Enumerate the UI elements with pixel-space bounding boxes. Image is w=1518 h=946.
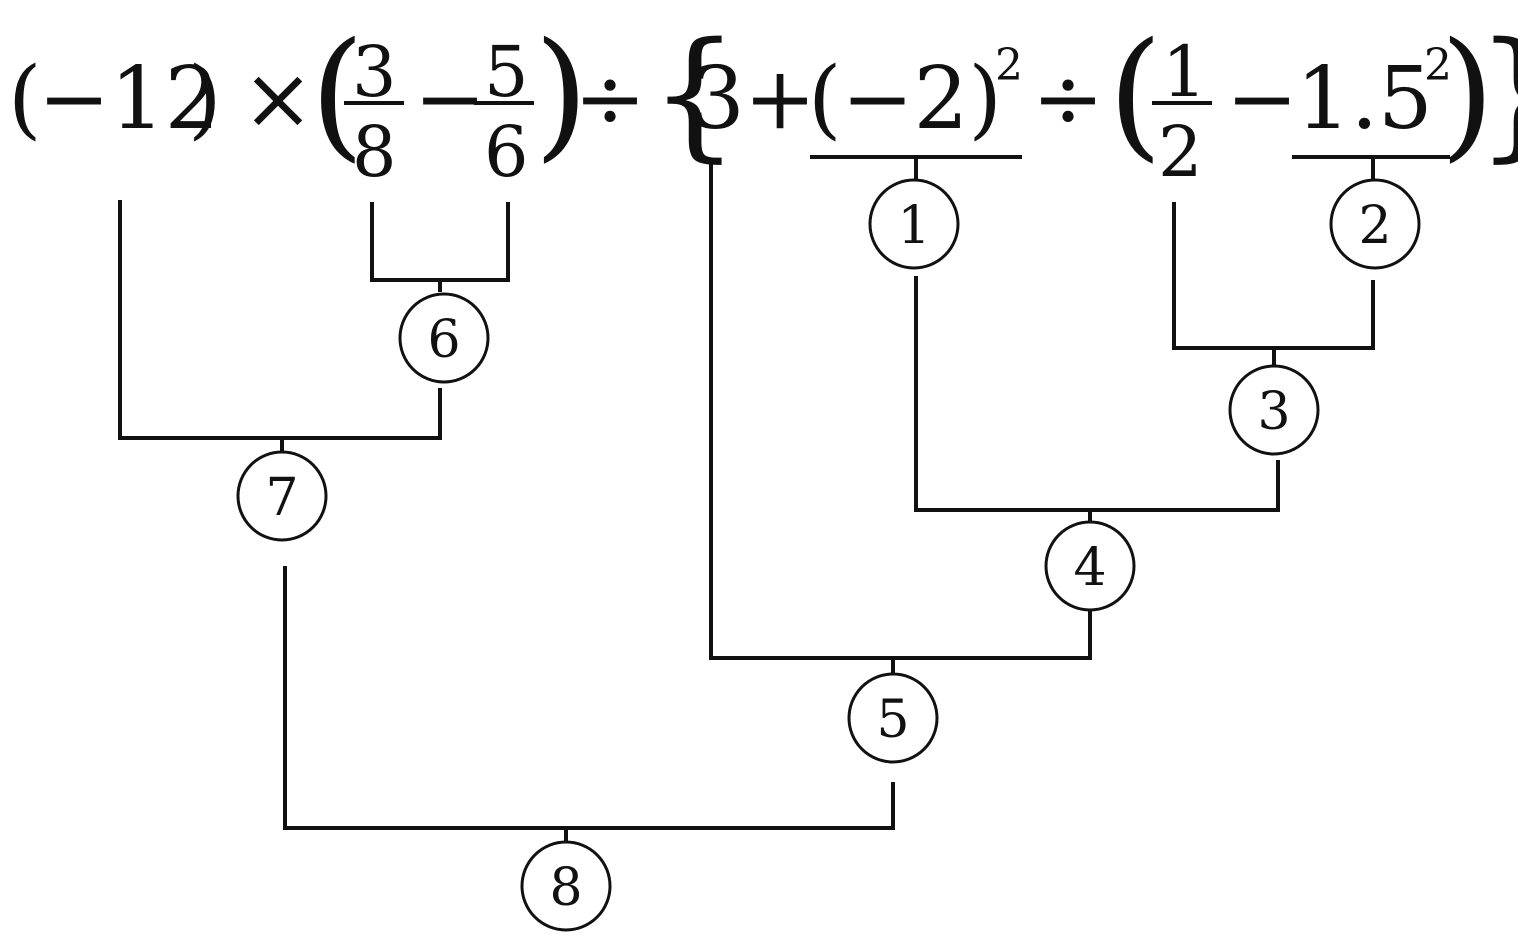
paren-close: )	[188, 49, 222, 149]
step-3-marker: 3	[1228, 364, 1320, 456]
step-circles: 1 2 3 4 5 6 7 8	[236, 178, 1421, 932]
plus-sign: +	[744, 49, 816, 149]
exponent-1: 2	[995, 40, 1023, 91]
step-2-marker: 2	[1329, 178, 1421, 270]
three: 3	[690, 49, 745, 149]
negative-two-in-parens: (−2)	[808, 49, 1002, 149]
step-6-marker: 6	[398, 292, 490, 384]
connector-step7	[118, 200, 442, 440]
one-point-five: 1.5	[1296, 49, 1433, 149]
big-paren-close: )	[534, 13, 589, 176]
fraction3-denominator: 2	[1158, 111, 1203, 193]
expression: ( −12 ) × ( 3 8 − 5 6 ) ÷ { 3 + (−2) 2 ÷…	[8, 13, 1518, 193]
step-8-marker: 8	[520, 840, 612, 932]
connectors	[118, 157, 1375, 842]
step-7-marker: 7	[236, 450, 328, 542]
negative-twelve: −12	[38, 49, 220, 149]
minus-sign-1: −	[414, 49, 486, 149]
times-sign: ×	[242, 49, 314, 149]
paren-open: (	[8, 49, 42, 149]
fraction3-numerator: 1	[1162, 31, 1207, 113]
step-4-label: 4	[1073, 538, 1106, 598]
step-3-label: 3	[1257, 382, 1290, 442]
divide-sign-2: ÷	[1032, 49, 1104, 149]
step-7-label: 7	[265, 468, 298, 528]
step-1-marker: 1	[868, 178, 960, 270]
big-paren-open: (	[310, 13, 365, 176]
step-4-marker: 4	[1044, 520, 1136, 612]
brace-open: {	[650, 13, 739, 176]
step-8-label: 8	[549, 858, 582, 918]
fraction2-numerator: 5	[484, 31, 529, 113]
step-6-label: 6	[427, 310, 460, 370]
step-1-label: 1	[897, 196, 930, 256]
exponent-2: 2	[1424, 40, 1452, 91]
step-5-label: 5	[876, 690, 909, 750]
connector-step4	[914, 276, 1280, 512]
connector-step8	[283, 566, 895, 830]
connector-step6	[370, 202, 510, 282]
fraction1-numerator: 3	[352, 31, 397, 113]
fraction2-denominator: 6	[484, 111, 529, 193]
brace-close: }	[1476, 13, 1518, 176]
connector-step5	[709, 160, 1092, 660]
big-paren-close-2: )	[1440, 13, 1495, 176]
step-2-label: 2	[1358, 196, 1391, 256]
step-5-marker: 5	[847, 672, 939, 764]
big-paren-open-2: (	[1108, 13, 1163, 176]
fraction1-denominator: 8	[352, 111, 397, 193]
minus-sign-2: −	[1226, 49, 1298, 149]
divide-sign-1: ÷	[574, 49, 646, 149]
